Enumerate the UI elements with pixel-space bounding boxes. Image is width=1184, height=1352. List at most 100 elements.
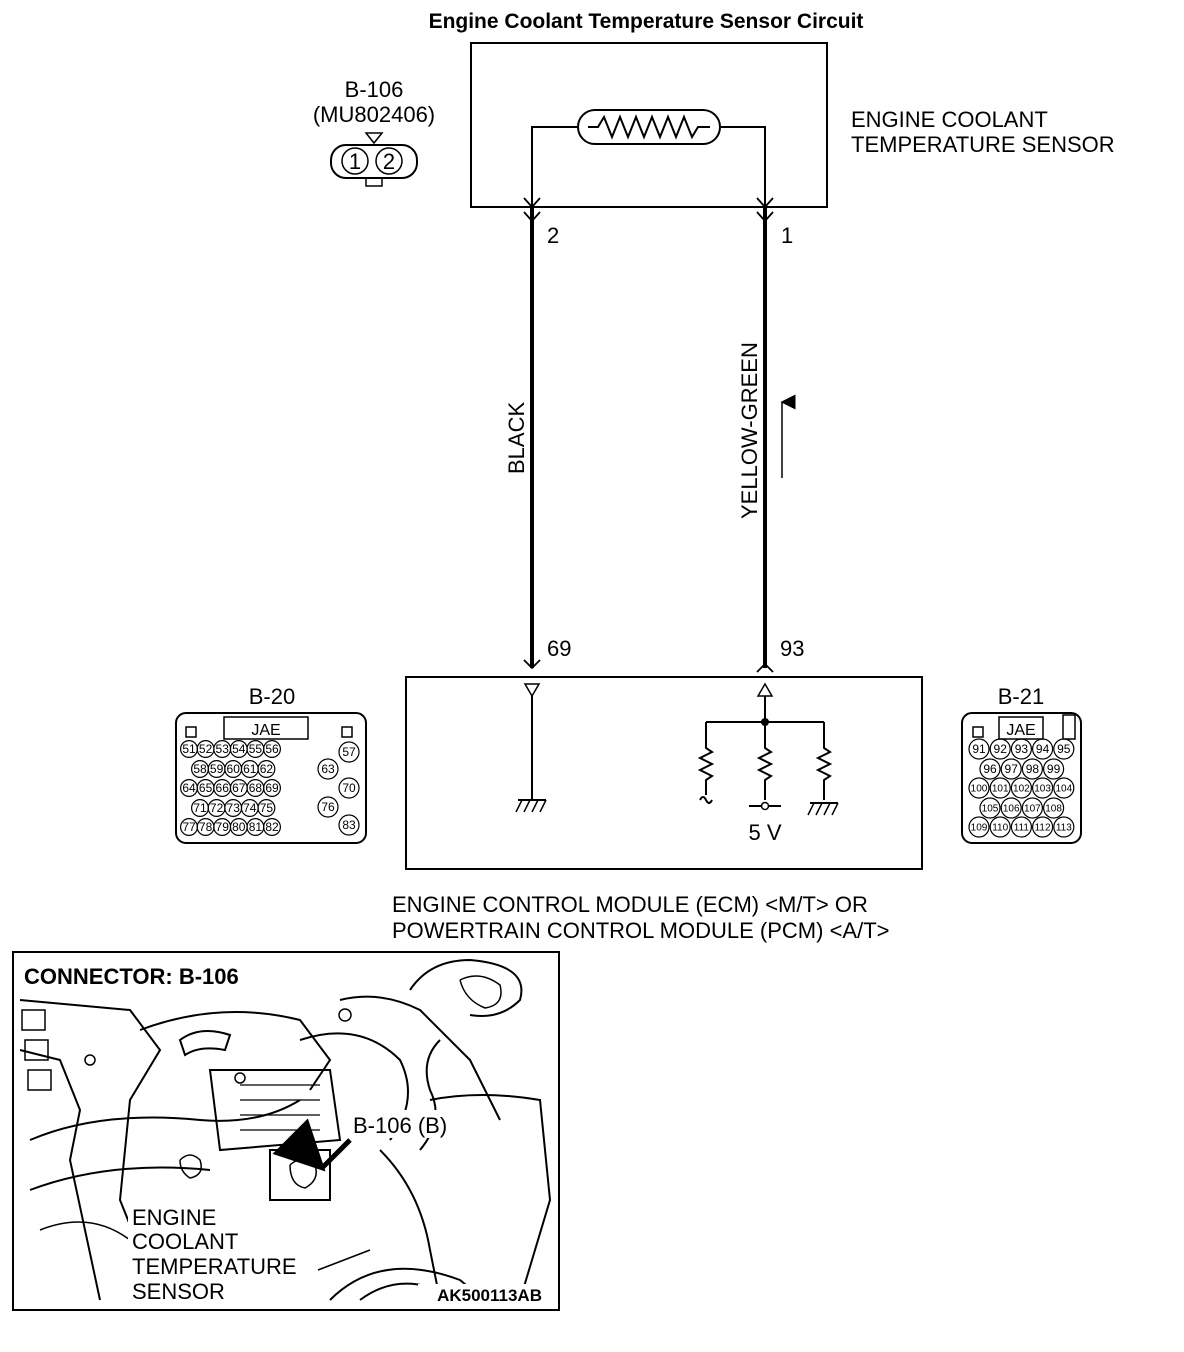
connector-b21-id: B-21 [998,684,1044,709]
pin-circle [1053,816,1075,838]
heading-backdrop [20,961,270,991]
component-label-backdrop [128,1206,318,1306]
pin-label: 68 [249,781,263,795]
pin-circle [338,741,360,763]
pin-label: 92 [994,742,1008,756]
pin-label: 78 [199,820,213,834]
supply-terminal [760,801,770,811]
pin-label: 97 [1005,762,1019,776]
pin-label: 81 [249,820,263,834]
pin-label: 73 [227,801,241,815]
pin-label: 76 [321,800,335,814]
pin-label: 104 [1055,784,1072,795]
pin-circle [263,739,282,758]
sensor-outline [470,42,828,208]
connector-b20-body [175,712,367,844]
pin-label: 80 [232,820,246,834]
pin-label: 106 [1003,804,1020,815]
connector-clip [365,177,383,187]
pin-label: 77 [182,820,196,834]
resistor-right [815,722,833,800]
pin-label: 95 [1057,742,1071,756]
callout-backdrop [349,1110,459,1138]
ecm-input-symbol [756,682,774,697]
pin-circle [1000,758,1022,780]
pin-label: 102 [1013,784,1030,795]
sensor-connector-id: B-106 [345,77,404,102]
location-callout: B-106 (B) [353,1113,447,1138]
connector-b20-key [185,726,197,738]
sensor-internal-wire-right [720,126,766,207]
ecm-input-symbol [523,683,541,698]
pin-circle [989,738,1011,760]
pin-label: 99 [1047,762,1061,776]
engine-bay-illustration [19,958,552,1306]
connector-b21-maker: JAE [1006,722,1035,739]
connector-b20-id: B-20 [249,684,295,709]
resistor-center [756,722,774,800]
pin-label: 71 [193,801,207,815]
pin-label: 65 [199,781,213,795]
pin-circle [1010,816,1033,838]
pin-circle [979,758,1001,780]
ground-symbol [515,799,547,813]
pin-circle [317,796,339,818]
supply-voltage: 5 V [748,820,781,845]
sensor-internal-wire-left [531,126,578,207]
pin-label: 108 [1045,804,1062,815]
pin-circle [1021,797,1044,819]
pin-label: 67 [232,781,246,795]
pin-label: 109 [971,823,988,834]
pin-circle [1031,738,1054,760]
ecm-terminal-69: 69 [547,636,571,661]
pin-circle [968,816,990,838]
connector-b21-key [1062,714,1076,740]
pin-label: 100 [971,784,988,795]
pin-label: 59 [210,762,224,776]
wire-color-black: BLACK [504,402,529,474]
ecm-label-line2: POWERTRAIN CONTROL MODULE (PCM) <A/T> [392,918,890,943]
pin-label: 93 [1015,742,1029,756]
pin-label: 75 [260,801,274,815]
pin-circle [341,147,369,175]
pin-label: 56 [265,742,279,756]
pin-circle [338,814,360,836]
pin-circle [979,797,1001,819]
wire-color-yellow-green: YELLOW-GREEN [737,342,762,519]
pin-circle [1000,797,1022,819]
connector-lock-triangle [364,132,384,145]
pin-label: 58 [193,762,207,776]
location-view-heading: CONNECTOR: B-106 [24,964,239,989]
pin-label: 70 [342,781,356,795]
pin-label: 54 [232,742,246,756]
sensor-connector-b106: B-106 (MU802406) 1 2 [313,77,435,187]
pin-label: 62 [260,762,274,776]
code-backdrop [418,1284,548,1306]
pin-label: 79 [216,820,230,834]
component-label-line2: COOLANT [132,1229,238,1254]
connector-b20-key [341,726,353,738]
pin-label: 51 [182,742,196,756]
pin-label: 107 [1024,804,1041,815]
sensor-terminal-1: 1 [781,223,793,248]
pin-label: 55 [249,742,263,756]
terminal-symbol [756,662,774,673]
thermistor-zigzag [588,114,710,140]
pin-label: 91 [972,742,986,756]
ac-symbol [699,796,713,804]
pin-circle [257,798,276,817]
pin-label: 98 [1026,762,1040,776]
component-label-line3: TEMPERATURE [132,1254,297,1279]
pin-circle [1031,816,1054,838]
component-label-line1: ENGINE [132,1205,216,1230]
figure-code: AK500113AB [437,1286,542,1305]
pin-circle [989,777,1011,799]
pin-label: 83 [342,818,356,832]
pin-label: 101 [992,784,1009,795]
pin-label: 110 [992,823,1008,834]
pin-label: 61 [243,762,257,776]
